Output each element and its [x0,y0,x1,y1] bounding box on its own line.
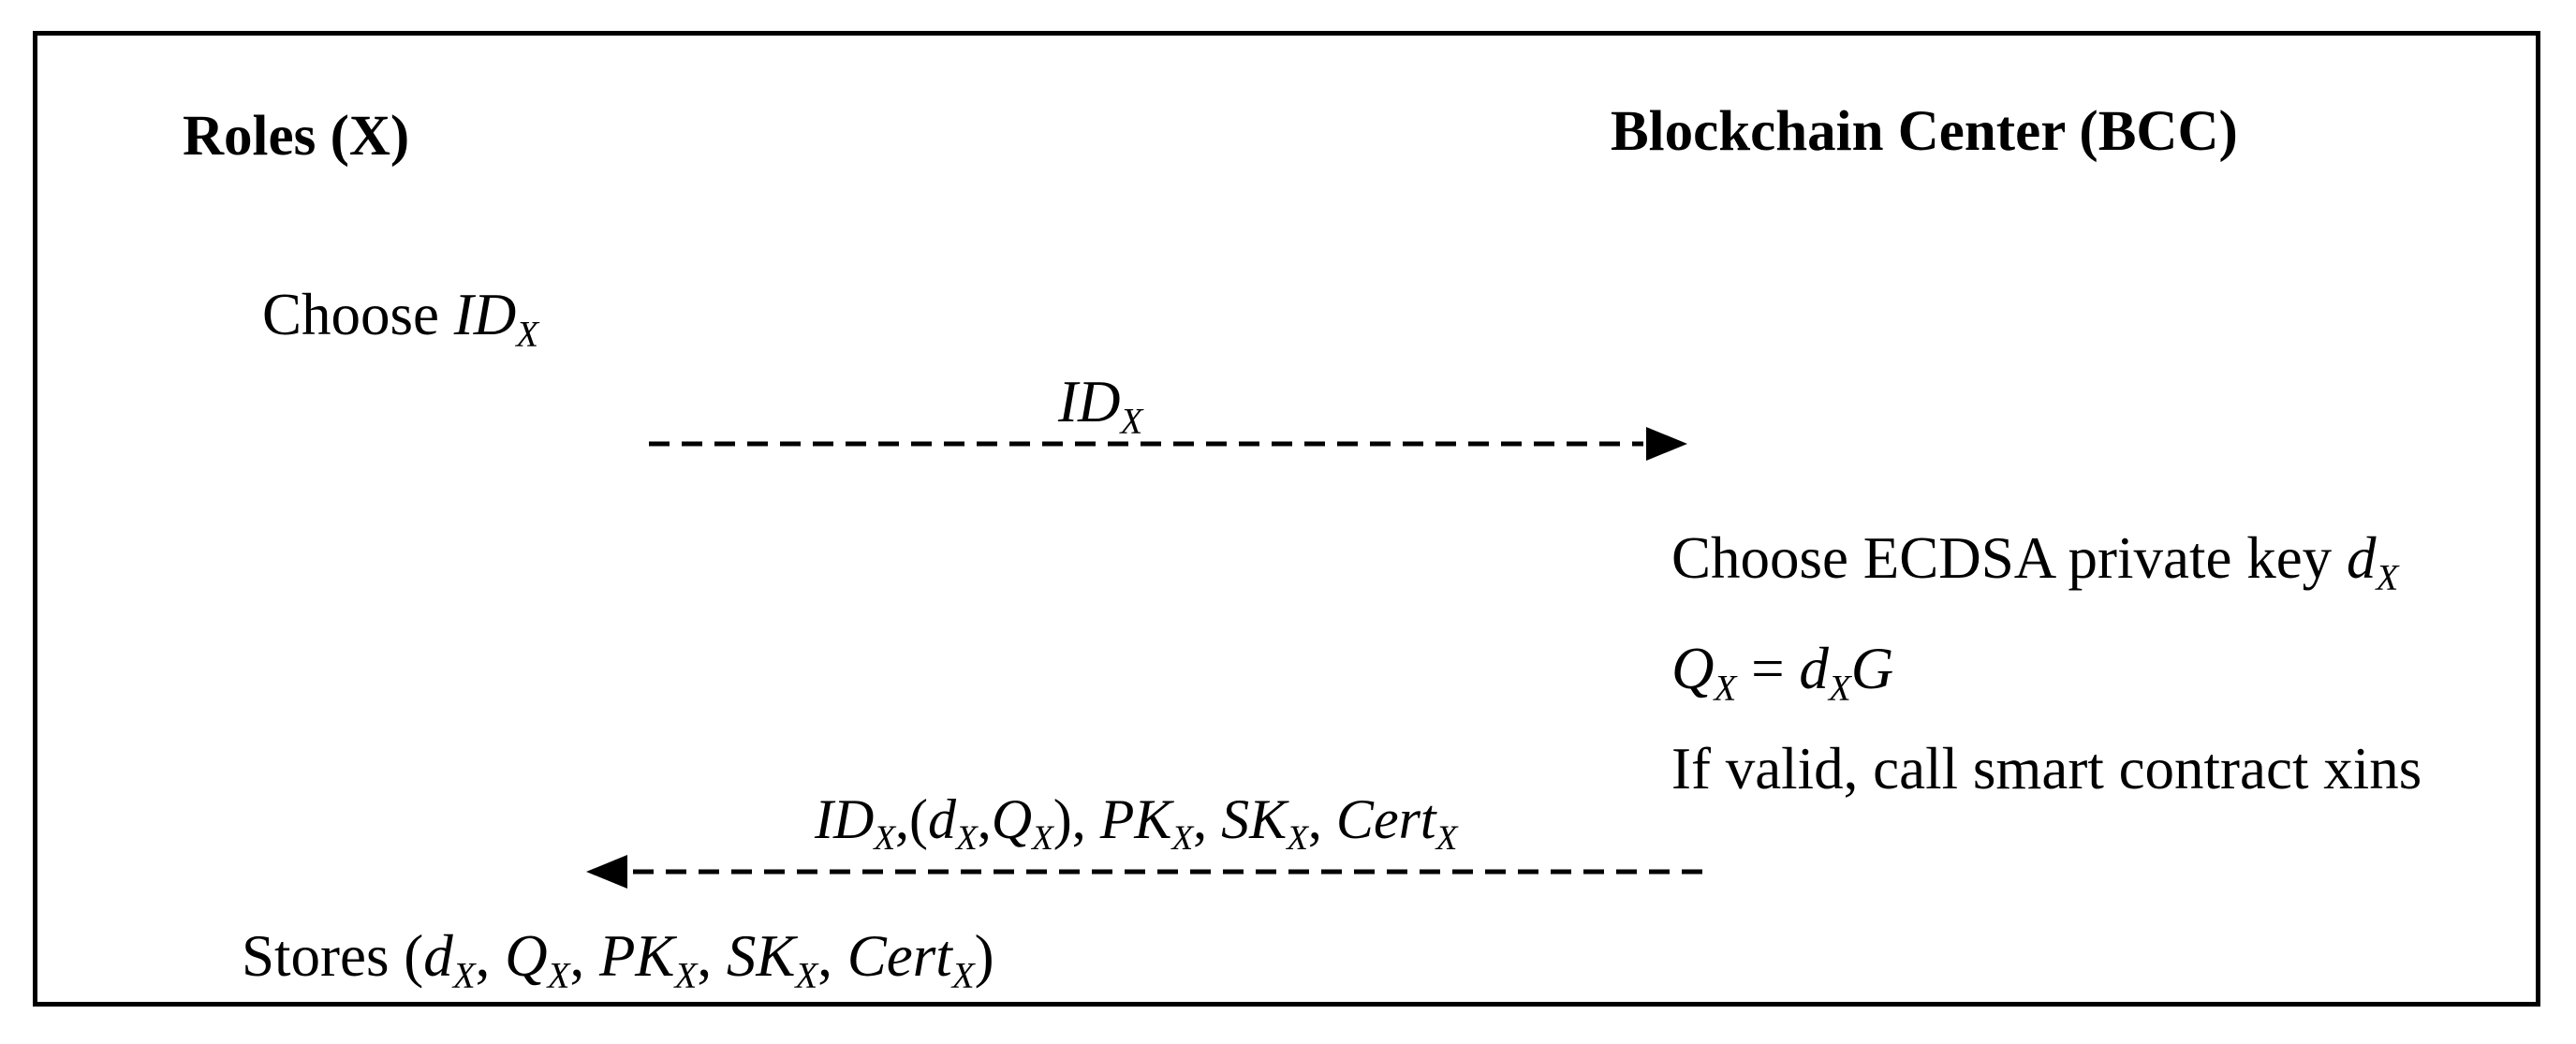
subscript: X [1120,401,1143,442]
id-symbol: ID [453,282,517,347]
d-symbol: d [1799,636,1829,701]
d-symbol: d [2346,525,2377,591]
subscript: X [1714,668,1737,709]
bcc-heading: Blockchain Center (BCC) [1611,100,2238,163]
punctuation: , [977,788,992,850]
subscript: X [674,955,698,996]
cert-symbol: Cert [1335,788,1436,850]
subscript: X [2376,557,2399,598]
subscript: X [874,818,896,858]
subscript: X [1171,818,1194,858]
step-choose-id: Choose IDX [262,286,538,353]
subscript: X [1287,818,1308,858]
punctuation: , [697,923,727,989]
punctuation: , [475,923,506,989]
equals-sign: = [1736,636,1800,701]
arrow-bcc-to-roles [586,855,1702,889]
d-symbol: d [928,788,957,850]
step-valid: If valid, call smart contract xins [1671,736,2422,801]
punctuation: ( [404,923,424,989]
arrow-roles-to-bcc [649,427,1687,461]
subscript: X [956,818,978,858]
subscript: X [452,955,476,996]
d-symbol: d [423,923,453,989]
sk-symbol: SK [726,923,796,989]
subscript: X [1828,668,1851,709]
message-2-label: IDX,(dX,QX), PKX, SKX, CertX [815,788,1457,856]
subscript: X [951,955,975,996]
punctuation: , [817,923,847,989]
arrowhead-left [586,855,627,889]
punctuation: ) [974,923,994,989]
g-symbol: G [1850,636,1894,701]
subscript: X [516,314,539,355]
message-1-label: IDX [1058,373,1142,440]
pk-symbol: PK [1099,788,1172,850]
punctuation: , [1193,788,1222,850]
punctuation: ,( [895,788,929,850]
step-text: Choose [262,282,454,347]
subscript: X [547,955,570,996]
step-public-key: QX = dXG [1671,640,1893,707]
q-symbol: Q [505,923,548,989]
subscript: X [1032,818,1053,858]
punctuation: , [569,923,599,989]
punctuation: , [1307,788,1336,850]
pk-symbol: PK [598,923,675,989]
step-private-key: Choose ECDSA private key dX [1671,529,2398,596]
q-symbol: Q [991,788,1033,850]
id-symbol: ID [1058,369,1121,434]
sk-symbol: SK [1221,788,1288,850]
subscript: X [1435,818,1458,858]
q-symbol: Q [1671,636,1715,701]
roles-heading: Roles (X) [183,105,410,168]
stores-line: Stores (dX, QX, PKX, SKX, CertX) [242,927,994,994]
diagram-frame [33,31,2540,1007]
stores-label: Stores [242,923,405,989]
punctuation: ), [1052,788,1100,850]
cert-symbol: Cert [846,923,952,989]
id-symbol: ID [815,788,875,850]
arrowhead-right [1646,427,1687,461]
subscript: X [795,955,818,996]
step-text: Choose ECDSA private key [1671,525,2347,591]
